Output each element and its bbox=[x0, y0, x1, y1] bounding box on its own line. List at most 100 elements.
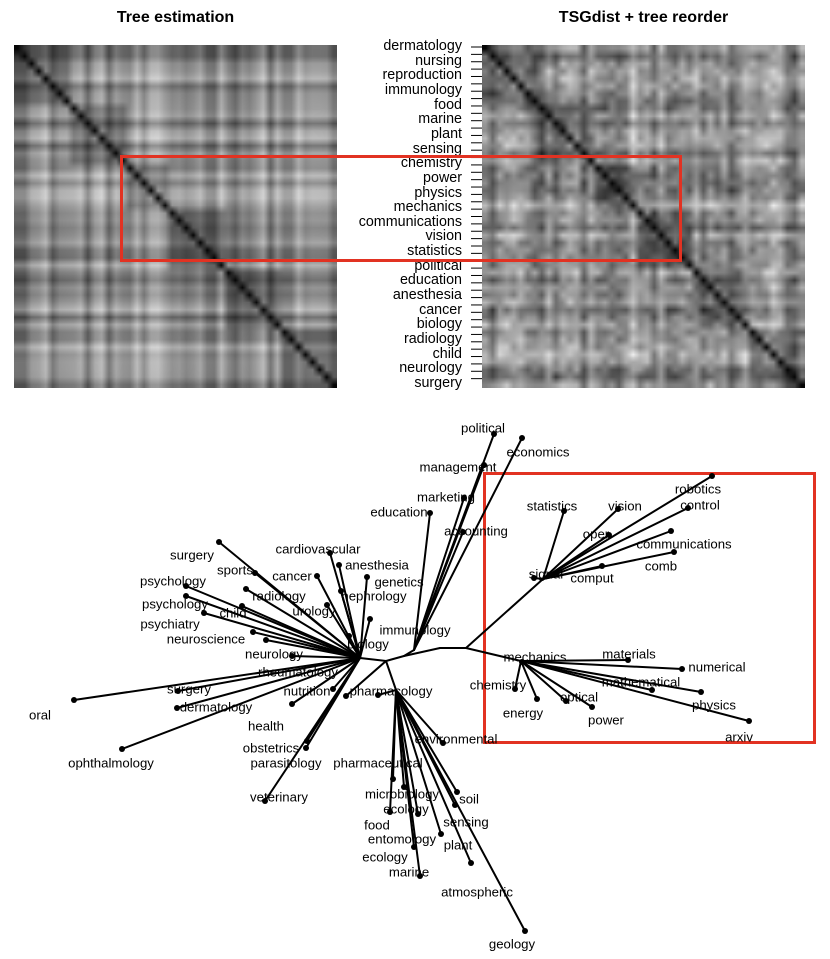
leaf-label: control bbox=[680, 497, 720, 512]
leaf-point bbox=[411, 844, 417, 850]
row-label: political bbox=[414, 257, 462, 274]
tree-internal-edge bbox=[403, 647, 441, 657]
leaf-point bbox=[119, 746, 125, 752]
leaf-point bbox=[243, 586, 249, 592]
tree-leaf-edge bbox=[395, 689, 444, 744]
leaf-label: materials bbox=[602, 646, 656, 661]
tree-leaf-edge bbox=[348, 635, 361, 659]
tree-leaf-edge bbox=[413, 531, 464, 651]
leaf-label: immunology bbox=[379, 622, 451, 637]
leaf-point bbox=[481, 462, 487, 468]
leaf-point bbox=[561, 508, 567, 514]
leaf-point bbox=[606, 532, 612, 538]
leaf-point bbox=[440, 740, 446, 746]
leaf-label: oral bbox=[29, 707, 51, 722]
tree-leaf-edge bbox=[203, 612, 361, 659]
row-label: immunology bbox=[384, 81, 462, 98]
leaf-label: physics bbox=[692, 697, 736, 712]
tree-leaf-edge bbox=[345, 660, 387, 697]
leaf-point bbox=[346, 633, 352, 639]
leaf-point bbox=[461, 495, 467, 501]
row-label: communications bbox=[358, 213, 462, 230]
row-label: power bbox=[423, 169, 462, 186]
tree-leaf-edge bbox=[542, 508, 619, 580]
leaf-label: pharmacology bbox=[350, 683, 433, 698]
tree-leaf-edge bbox=[413, 464, 485, 651]
leaf-point bbox=[324, 602, 330, 608]
leaf-point bbox=[625, 657, 631, 663]
tree-leaf-edge bbox=[520, 660, 567, 702]
leaf-point bbox=[746, 718, 752, 724]
leaf-point bbox=[679, 666, 685, 672]
tree-leaf-edge bbox=[264, 657, 361, 802]
leaf-label: neurology bbox=[245, 646, 303, 661]
leaf-point bbox=[262, 798, 268, 804]
row-label: vision bbox=[425, 228, 462, 245]
left-panel-title: Tree estimation bbox=[116, 9, 235, 26]
leaf-label: psychiatry bbox=[140, 616, 200, 631]
tree-leaf-edge bbox=[514, 660, 522, 690]
leaf-point bbox=[685, 505, 691, 511]
leaf-label: anesthesia bbox=[345, 557, 409, 572]
row-label: sensing bbox=[412, 140, 462, 157]
tree-leaf-edge bbox=[359, 618, 371, 659]
leaf-point bbox=[183, 583, 189, 589]
leaf-label: parasitology bbox=[250, 755, 322, 770]
leaf-label: psychology bbox=[140, 573, 206, 588]
leaf-point bbox=[454, 789, 460, 795]
leaf-label: energy bbox=[503, 705, 544, 720]
leaf-point bbox=[304, 738, 310, 744]
leaf-label: sensing bbox=[443, 814, 488, 829]
leaf-point bbox=[183, 593, 189, 599]
leaf-point bbox=[201, 610, 207, 616]
leaf-label: neuroscience bbox=[167, 631, 245, 646]
leaf-point bbox=[289, 701, 295, 707]
tree-leaf-edge bbox=[520, 660, 538, 700]
tree-leaf-edge bbox=[73, 657, 361, 701]
leaf-point bbox=[216, 539, 222, 545]
tree-leaf-edge bbox=[265, 639, 361, 659]
tree-leaf-edge bbox=[395, 689, 472, 864]
leaf-point bbox=[239, 603, 245, 609]
leaf-label: comput bbox=[570, 570, 614, 585]
leaf-point bbox=[71, 697, 77, 703]
leaf-point bbox=[252, 570, 258, 576]
leaf-point bbox=[671, 549, 677, 555]
leaf-label: ecology bbox=[383, 801, 429, 816]
leaf-label: cardiovascular bbox=[275, 541, 361, 556]
leaf-point bbox=[364, 574, 370, 580]
leaf-point bbox=[367, 616, 373, 622]
leaf-point bbox=[522, 928, 528, 934]
leaf-label: accounting bbox=[444, 523, 508, 538]
leaf-label: biology bbox=[347, 636, 389, 651]
leaf-label: vision bbox=[608, 498, 642, 513]
leaf-point bbox=[401, 784, 407, 790]
row-label: surgery bbox=[414, 374, 462, 391]
leaf-point bbox=[491, 431, 497, 437]
leaf-label: optical bbox=[560, 689, 598, 704]
leaf-point bbox=[250, 629, 256, 635]
leaf-point bbox=[589, 704, 595, 710]
tree-leaf-edge bbox=[395, 689, 526, 932]
row-label: child bbox=[432, 345, 462, 362]
tree-leaf-edge bbox=[377, 689, 397, 696]
leaf-point bbox=[387, 809, 393, 815]
leaf-label: oper bbox=[583, 526, 610, 541]
leaf-label: soil bbox=[459, 791, 479, 806]
leaf-point bbox=[343, 693, 349, 699]
leaf-label: psychology bbox=[142, 596, 208, 611]
leaf-label: plant bbox=[444, 837, 473, 852]
tree-leaf-edge bbox=[177, 657, 361, 692]
leaf-label: economics bbox=[506, 444, 569, 459]
tree-leaf-edge bbox=[291, 657, 361, 705]
unrooted-tree: politicaleconomicsmanagementmarketingedu… bbox=[29, 420, 753, 951]
tree-leaf-edge bbox=[121, 657, 361, 750]
highlight-box-tree bbox=[483, 472, 816, 744]
leaf-label: arxiv bbox=[725, 729, 753, 744]
row-label: cancer bbox=[419, 301, 462, 318]
tree-leaf-edge bbox=[241, 605, 361, 659]
leaf-label: robotics bbox=[675, 481, 722, 496]
leaf-label: radiology bbox=[252, 588, 306, 603]
leaf-point bbox=[289, 653, 295, 659]
